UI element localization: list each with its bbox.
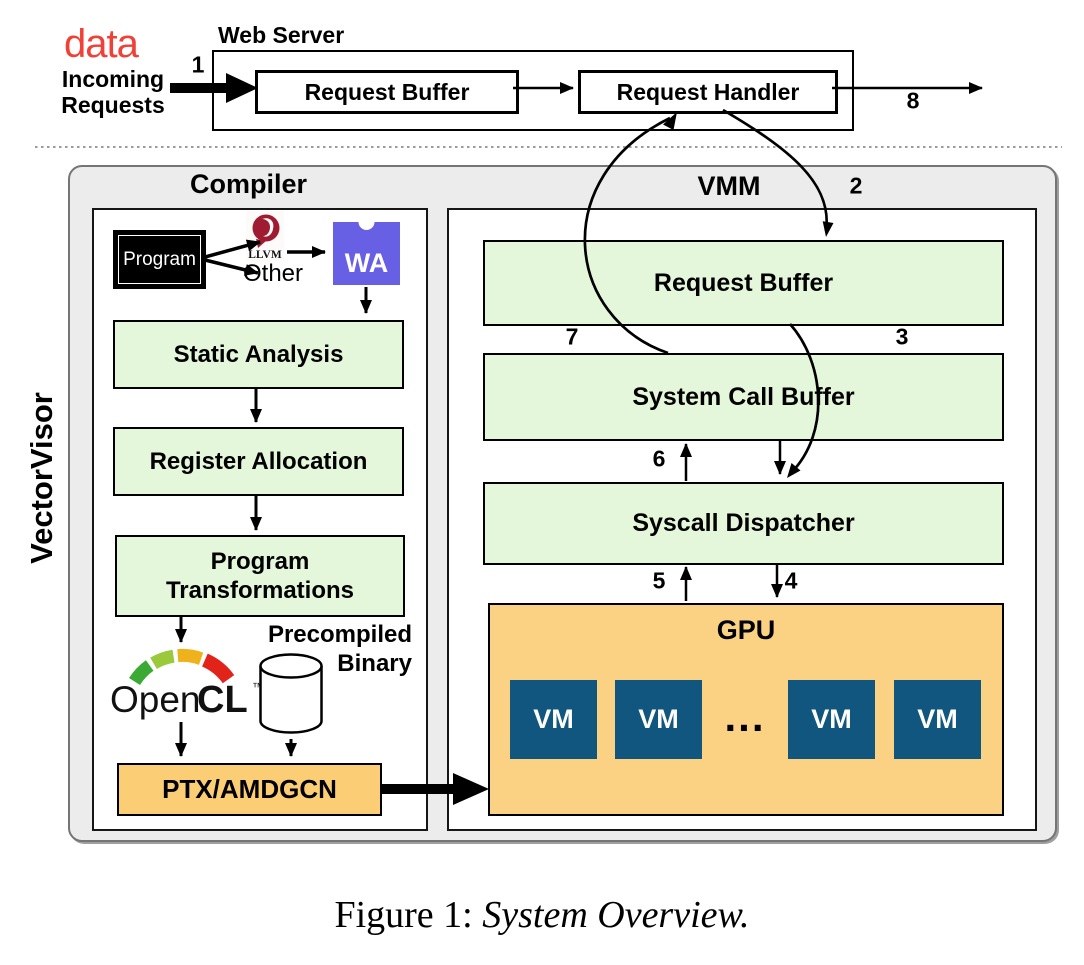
vm-box-4: VM <box>894 680 981 759</box>
gpu-box: GPU VM VM ... VM VM <box>488 603 1004 816</box>
opencl-arc <box>129 648 235 686</box>
web-server-title: Web Server <box>218 22 345 48</box>
incoming-requests-label: Incoming Requests <box>61 66 165 118</box>
gpu-title: GPU <box>716 615 776 645</box>
opencl-arc-amber <box>177 648 204 665</box>
step-6-label: 6 <box>652 445 666 472</box>
vm-label: VM <box>533 704 574 734</box>
static-analysis-label: Static Analysis <box>173 341 344 368</box>
data-label: data <box>64 22 139 66</box>
compiler-panel <box>92 208 428 831</box>
step-7-label: 7 <box>565 323 579 350</box>
web-request-handler-box: Request Handler <box>578 70 838 114</box>
opencl-logo-icon: Open CL ™ <box>110 648 264 720</box>
cylinder-top <box>259 653 323 679</box>
wa-label: WA <box>345 248 389 278</box>
precompiled-binary-cylinder-icon <box>259 653 323 734</box>
caption-prefix: Figure 1: <box>334 894 483 936</box>
vm-ellipsis: ... <box>724 692 766 740</box>
ptx-amdgcn-label: PTX/AMDGCN <box>162 774 337 804</box>
opencl-label-open: Open <box>110 679 201 720</box>
web-request-buffer-label: Request Buffer <box>304 78 470 105</box>
vm-box-1: VM <box>510 680 597 759</box>
llvm-dragon-swirl <box>262 218 274 237</box>
step-1-label: 1 <box>191 51 205 78</box>
vmm-title: VMM <box>697 171 761 201</box>
step-5-label: 5 <box>652 567 666 594</box>
figure-caption: Figure 1: System Overview. <box>0 893 1084 937</box>
vm-label: VM <box>811 704 852 734</box>
ptx-amdgcn-box: PTX/AMDGCN <box>117 763 382 816</box>
caption-title: System Overview. <box>482 894 750 936</box>
syscall-dispatcher-box: Syscall Dispatcher <box>483 482 1004 565</box>
step-4-label: 4 <box>784 567 798 594</box>
program-transformations-box: Program Transformations <box>115 535 405 617</box>
register-allocation-label: Register Allocation <box>149 448 368 475</box>
vm-label: VM <box>638 704 679 734</box>
step-2-label: 2 <box>849 172 863 199</box>
program-box: Program <box>113 230 206 289</box>
wa-shield <box>333 222 400 285</box>
cylinder-body <box>259 666 323 734</box>
vm-label: VM <box>917 704 958 734</box>
vmm-request-buffer-box: Request Buffer <box>483 240 1004 326</box>
vm-box-3: VM <box>788 680 875 759</box>
syscall-dispatcher-label: Syscall Dispatcher <box>632 509 855 537</box>
webassembly-logo-icon: WA <box>333 222 400 285</box>
register-allocation-box: Register Allocation <box>113 427 404 496</box>
opencl-label-cl: CL <box>197 679 248 720</box>
step-3-label: 3 <box>895 323 909 350</box>
opencl-arc-lightgreen <box>150 649 175 670</box>
web-request-buffer-box: Request Buffer <box>255 70 519 114</box>
llvm-logo-icon: LLVM <box>246 211 284 261</box>
program-label: Program <box>118 235 201 284</box>
llvm-dragon-body <box>252 214 280 242</box>
other-label: Other <box>243 260 304 287</box>
step-8-label: 8 <box>906 87 920 114</box>
opencl-arc-green <box>129 660 154 686</box>
vm-box-2: VM <box>615 680 702 759</box>
opencl-arc-red <box>201 653 235 684</box>
compiler-title: Compiler <box>190 169 308 199</box>
precompiled-binary-label: Precompiled Binary <box>267 621 412 677</box>
vectorvisor-label: VectorVisor <box>24 392 59 564</box>
web-request-handler-label: Request Handler <box>616 78 800 105</box>
program-transformations-label: Program Transformations <box>165 548 355 604</box>
vmm-request-buffer-label: Request Buffer <box>653 268 834 297</box>
static-analysis-box: Static Analysis <box>113 320 404 389</box>
system-call-buffer-box: System Call Buffer <box>483 353 1004 441</box>
system-call-buffer-label: System Call Buffer <box>632 382 855 411</box>
